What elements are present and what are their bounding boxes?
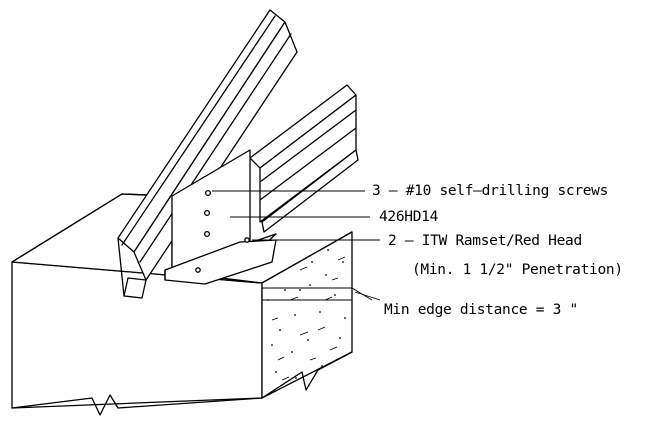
anchors-callout-line2: (Min. 1 1/2" Penetration) (412, 262, 623, 278)
edge-distance-callout: Min edge distance = 3 " (384, 302, 578, 318)
screws-callout: 3 – #10 self–drilling screws (372, 183, 608, 199)
clip-callout: 426HD14 (379, 209, 439, 225)
anchors-callout-line1: 2 – ITW Ramset/Red Head (388, 233, 582, 249)
clip-angle-426HD14 (164, 149, 277, 285)
leader-lines (212, 190, 381, 301)
joist-channels (249, 84, 359, 233)
concrete-foundation (11, 193, 353, 416)
concrete-stipple-texture (267, 249, 346, 381)
